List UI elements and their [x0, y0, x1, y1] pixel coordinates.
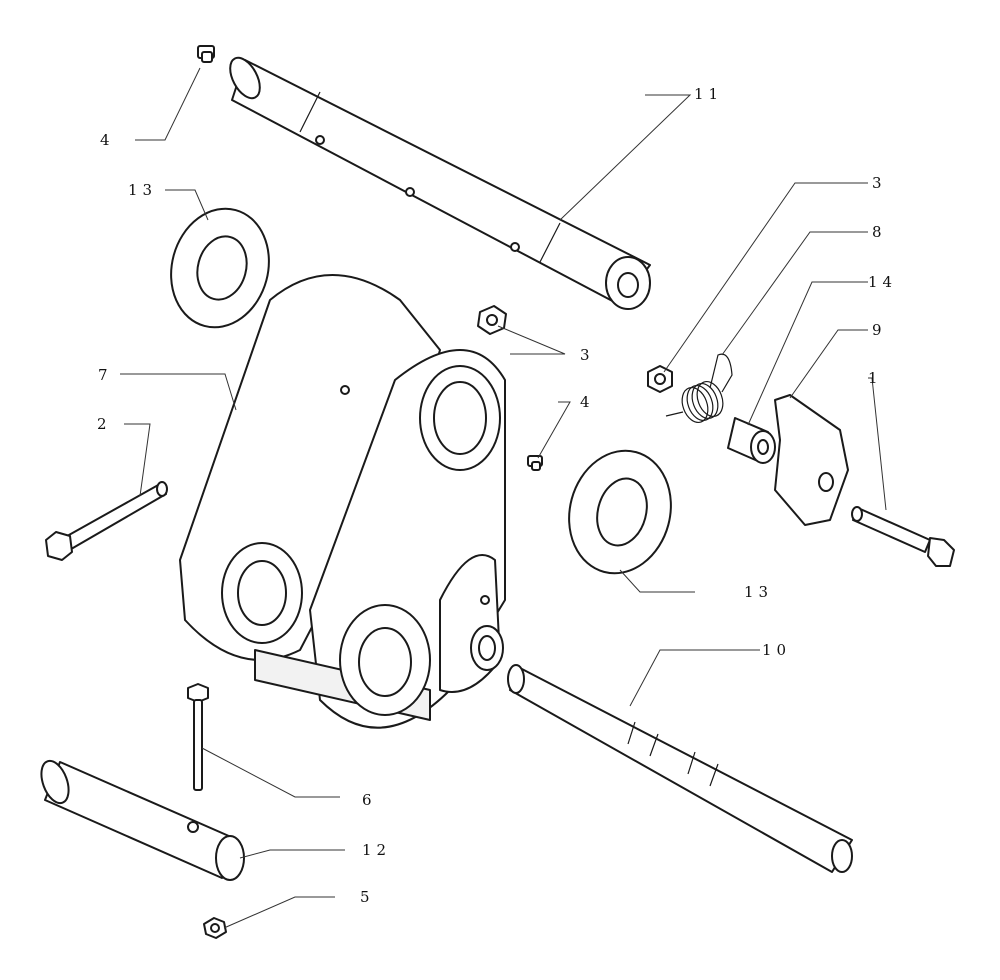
callout-8: 8 [872, 223, 887, 241]
part-3-nut-center [477, 305, 507, 335]
part-10-stepped-pin [507, 664, 853, 873]
callout-1: 1 [868, 369, 883, 387]
leader-lines [120, 67, 887, 929]
callout-7: 7 [98, 366, 113, 384]
part-4-grease-nipple-top [197, 45, 215, 63]
callout-4-center: 4 [580, 393, 595, 411]
callout-14: 14 [868, 273, 897, 291]
part-13-washer-right [568, 449, 672, 575]
callout-13-right: 13 [744, 583, 773, 601]
callout-12: 12 [362, 841, 391, 859]
callout-labels: 4 13 11 3 8 14 9 3 7 2 4 1 13 10 6 12 5 [97, 85, 897, 906]
part-1-bolt-right [851, 506, 955, 567]
callout-2: 2 [97, 415, 112, 433]
callout-6: 6 [362, 791, 377, 809]
part-4-grease-nipple-center [527, 455, 543, 471]
part-13-washer-left [170, 207, 270, 329]
callout-10: 10 [762, 641, 791, 659]
part-7-link-body [179, 274, 506, 729]
part-12-pin [40, 759, 245, 881]
callout-5: 5 [360, 888, 375, 906]
callout-4-top: 4 [100, 131, 115, 149]
callout-3-center: 3 [580, 346, 595, 364]
callout-9: 9 [872, 321, 887, 339]
part-3-nut-right [647, 365, 673, 393]
part-14-bushing [727, 417, 776, 464]
callout-13-left: 13 [128, 181, 157, 199]
part-8-spring [665, 353, 733, 424]
part-6-long-bolt [187, 683, 209, 791]
part-9-lever-plate [774, 394, 849, 526]
callout-11: 11 [694, 85, 723, 103]
part-2-bolt-left [45, 481, 168, 561]
callout-3-right: 3 [872, 174, 887, 192]
part-5-nut [203, 917, 227, 939]
part-11-shaft [229, 56, 651, 310]
